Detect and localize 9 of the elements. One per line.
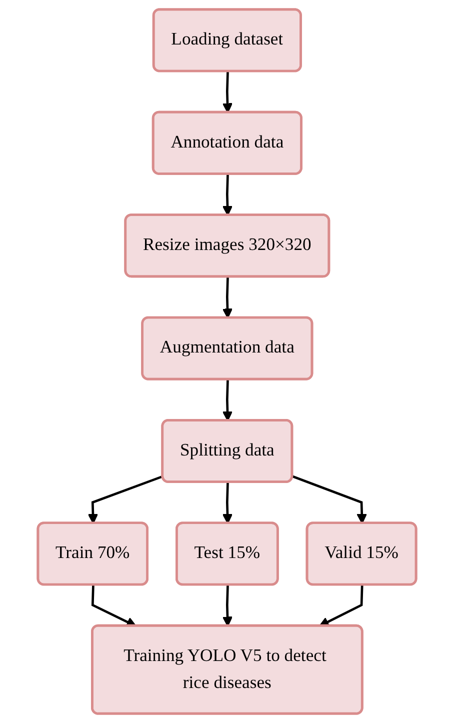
arrow [292, 475, 368, 524]
arrow [91, 585, 136, 627]
arrow [88, 475, 164, 524]
arrow [222, 380, 233, 422]
arrow [222, 72, 233, 114]
arrow [222, 585, 233, 627]
arrow [222, 482, 233, 524]
arrow [318, 585, 364, 627]
arrow [222, 174, 233, 216]
